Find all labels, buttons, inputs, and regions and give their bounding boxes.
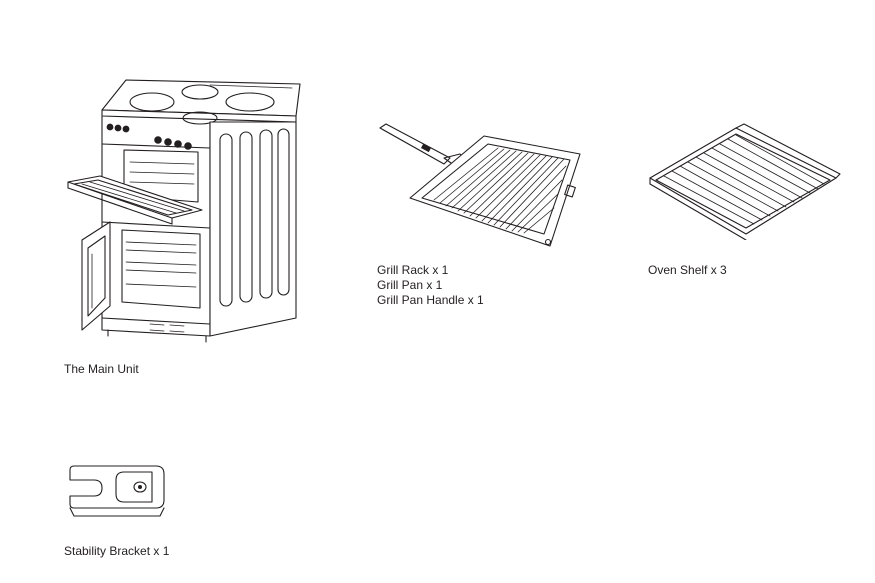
grill-pan-handle-label: Grill Pan Handle x 1 bbox=[377, 293, 484, 307]
stability-bracket-caption: Stability Bracket x 1 bbox=[64, 544, 170, 558]
grill-caption: Grill Rack x 1 Grill Pan x 1 Grill Pan H… bbox=[377, 263, 484, 308]
oven-shelf-caption: Oven Shelf x 3 bbox=[648, 263, 727, 277]
stability-bracket-illustration bbox=[64, 460, 174, 526]
main-unit-illustration bbox=[60, 72, 310, 347]
main-unit-caption: The Main Unit bbox=[64, 362, 139, 376]
grill-pan-label: Grill Pan x 1 bbox=[377, 278, 443, 292]
grill-pan-illustration bbox=[374, 118, 594, 258]
oven-shelf-illustration bbox=[644, 120, 844, 240]
grill-rack-label: Grill Rack x 1 bbox=[377, 263, 449, 277]
